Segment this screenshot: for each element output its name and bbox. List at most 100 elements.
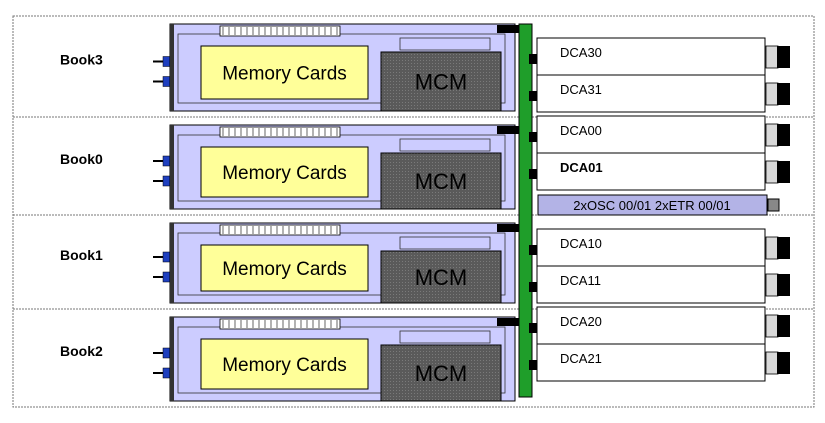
- dca-end-block: [777, 46, 790, 68]
- memory-connector-strip: [219, 224, 341, 236]
- dca-label: DCA00: [560, 123, 602, 138]
- dca-dca31: DCA31: [529, 74, 790, 113]
- mcm-box: [380, 51, 502, 112]
- mcm-label: MCM: [415, 169, 468, 194]
- dca-end-block: [777, 315, 790, 337]
- memory-connector-strip: [219, 25, 341, 37]
- outer-frame: [12, 15, 815, 408]
- book-button: [162, 175, 171, 187]
- mcm-label: MCM: [415, 70, 468, 95]
- dca-label: DCA20: [560, 314, 602, 329]
- dca-backplane-connector: [529, 169, 537, 179]
- card-inner-slot: [399, 236, 491, 250]
- dca-end-block: [777, 161, 790, 183]
- card-top-connector: [497, 224, 522, 232]
- osc-etr-card-label: 2xOSC 00/01 2xETR 00/01: [573, 198, 731, 213]
- dca-handle: [765, 45, 779, 69]
- dca-backplane-connector: [529, 282, 537, 292]
- memory-cards-box: [200, 244, 369, 292]
- memory-cards-label: Memory Cards: [222, 64, 347, 85]
- dca-dca30: DCA30: [529, 37, 790, 76]
- dca-label: DCA01: [560, 160, 603, 175]
- book-button: [162, 76, 171, 87]
- memory-cards-box: [200, 45, 369, 100]
- dca-handle: [765, 123, 779, 147]
- card-inner-outline: [177, 33, 506, 104]
- dca-backplane-connector: [529, 323, 537, 333]
- book-label: Book1: [60, 247, 103, 263]
- dca-dca00: DCA00: [529, 115, 790, 154]
- book-button: [162, 251, 171, 263]
- card-handle: [170, 223, 174, 303]
- card-handle: [170, 125, 174, 209]
- card-inner-outline: [177, 326, 506, 394]
- dca-end-block: [777, 237, 790, 259]
- dca-end-block: [777, 352, 790, 374]
- osc-etr-card-box: [537, 194, 768, 216]
- memory-cards-label: Memory Cards: [222, 259, 347, 280]
- dca-handle: [765, 82, 779, 106]
- card-inner-slot: [399, 330, 491, 344]
- osc-etr-card-connector: [767, 198, 780, 212]
- dca-backplane-connector: [529, 132, 537, 142]
- dca-label: DCA30: [560, 45, 602, 60]
- dca-dca21: DCA21: [529, 343, 790, 382]
- osc-etr-card: 2xOSC 00/01 2xETR 00/01: [537, 194, 780, 216]
- card-handle: [170, 317, 174, 401]
- book-button: [162, 367, 171, 379]
- dca-backplane-connector: [529, 360, 537, 370]
- dca-handle: [765, 314, 779, 338]
- backplane: [518, 23, 533, 398]
- card-handle: [170, 24, 174, 111]
- dca-handle: [765, 273, 779, 297]
- card-inner-outline: [177, 232, 506, 296]
- dca-backplane-connector: [529, 91, 537, 101]
- card-inner-slot: [399, 138, 491, 152]
- memory-cards-label: Memory Cards: [222, 355, 347, 376]
- card-inner-slot: [399, 37, 491, 51]
- dca-end-block: [777, 124, 790, 146]
- mcm-label: MCM: [415, 361, 468, 386]
- book-button: [162, 347, 171, 359]
- book-label: Book2: [60, 343, 103, 359]
- dca-backplane-connector: [529, 245, 537, 255]
- book-label: Book3: [60, 52, 103, 68]
- memory-connector-strip: [219, 318, 341, 330]
- dca-dca01: DCA01: [529, 152, 790, 191]
- dca-label: DCA31: [560, 82, 602, 97]
- dca-handle: [765, 236, 779, 260]
- dca-end-block: [777, 83, 790, 105]
- book-label: Book0: [60, 151, 103, 167]
- memory-cards-label: Memory Cards: [222, 163, 347, 184]
- dca-end-block: [777, 274, 790, 296]
- dca-handle: [765, 160, 779, 184]
- book-button: [162, 271, 171, 283]
- mcm-box: [380, 250, 502, 304]
- dca-dca20: DCA20: [529, 306, 790, 345]
- mcm-box: [380, 152, 502, 210]
- memory-cards-box: [200, 338, 369, 390]
- dca-dca11: DCA11: [529, 265, 790, 304]
- dca-label: DCA10: [560, 236, 602, 251]
- card-top-connector: [497, 126, 522, 134]
- card-top-connector: [497, 25, 522, 33]
- card-top-connector: [497, 318, 522, 326]
- card-inner-outline: [177, 134, 506, 202]
- dca-box: [536, 152, 766, 191]
- dca-handle: [765, 351, 779, 375]
- dca-dca10: DCA10: [529, 228, 790, 267]
- dca-backplane-connector: [529, 54, 537, 64]
- book-button: [162, 155, 171, 167]
- mcm-box: [380, 344, 502, 402]
- dca-box: [536, 115, 766, 154]
- book-button: [162, 56, 171, 67]
- memory-cards-box: [200, 146, 369, 198]
- mcm-label: MCM: [415, 265, 468, 290]
